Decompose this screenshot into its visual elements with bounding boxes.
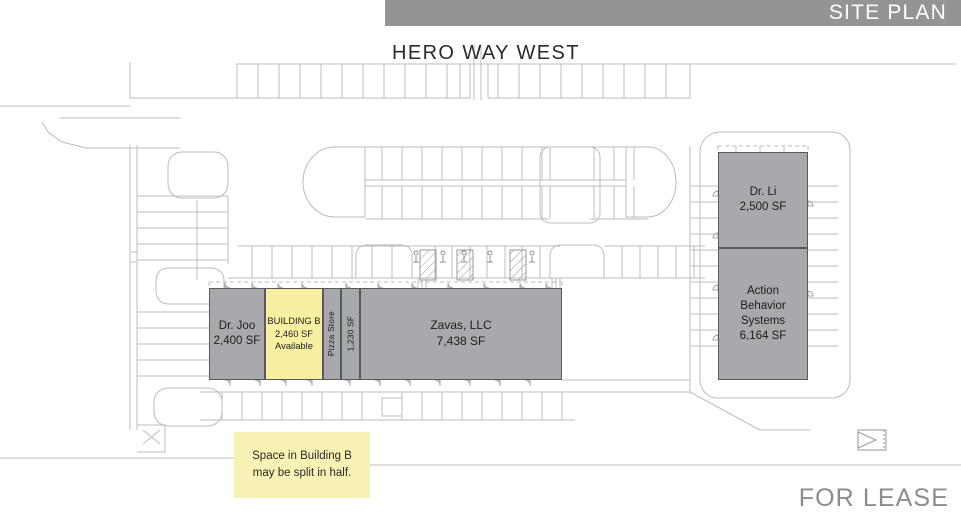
unit-availability: Available — [275, 340, 313, 352]
unit-zavas-llc[interactable]: Zavas, LLC 7,438 SF — [360, 288, 562, 380]
unit-area: 6,164 SF — [739, 330, 787, 343]
note-line-1: Space in Building B — [252, 449, 352, 462]
unit-building-b[interactable]: BUILDING B 2,460 SF Available — [265, 288, 323, 380]
site-plan-header-bar: SITE PLAN — [385, 0, 961, 26]
unit-name-line-2: Behavior — [740, 299, 786, 312]
note-building-b-split: Space in Building B may be split in half… — [234, 432, 370, 498]
for-lease-label: FOR LEASE — [798, 484, 949, 512]
street-label-hero-way-west: HERO WAY WEST — [392, 42, 580, 64]
unit-area: 2,500 SF — [739, 201, 787, 213]
unit-action-behavior-systems[interactable]: Action Behavior Systems 6,164 SF — [718, 248, 808, 380]
unit-name-line-1: Action — [747, 284, 779, 297]
unit-name: Zavas, LLC — [430, 318, 492, 333]
unit-dr-li[interactable]: Dr. Li 2,500 SF — [718, 152, 808, 248]
unit-area: 1,230 SF — [344, 316, 355, 352]
unit-area: 7,438 SF — [436, 334, 486, 348]
unit-area: 2,400 SF — [213, 335, 261, 347]
unit-1230-sf[interactable]: 1,230 SF — [341, 288, 360, 380]
unit-name: Pizza Store — [326, 311, 337, 357]
unit-name: Dr. Li — [749, 185, 777, 198]
unit-name: Dr. Joo — [218, 319, 256, 332]
note-line-2: may be split in half. — [252, 467, 352, 479]
page-title: SITE PLAN — [828, 1, 947, 24]
unit-name: BUILDING B — [267, 315, 321, 327]
unit-area: 2,460 SF — [274, 327, 314, 339]
unit-dr-joo[interactable]: Dr. Joo 2,400 SF — [209, 288, 265, 380]
unit-name-line-3: Systems — [740, 315, 786, 327]
unit-pizza-store[interactable]: Pizza Store — [323, 288, 341, 380]
